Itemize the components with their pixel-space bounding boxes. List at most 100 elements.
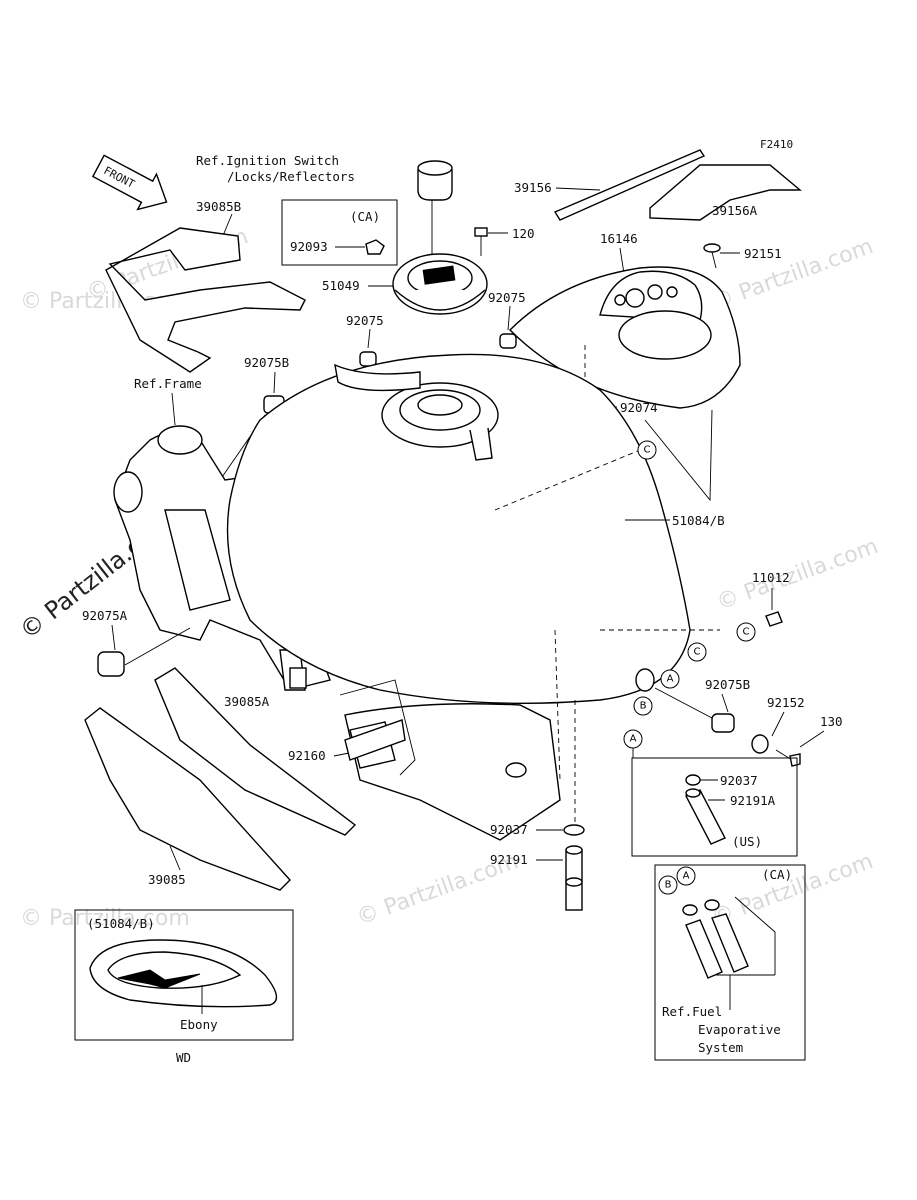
ca-box-top bbox=[281, 199, 398, 266]
part-92152: 92152 bbox=[767, 695, 805, 710]
callout-a-ca: A bbox=[676, 866, 696, 886]
pad-39085 bbox=[84, 707, 291, 891]
callout-a-tank: A bbox=[660, 669, 680, 689]
part-92160: 92160 bbox=[288, 748, 326, 763]
callout-c-lower: C bbox=[687, 642, 707, 662]
fuel-tank-51084B bbox=[226, 353, 691, 841]
ref-fuel-line2: Evaporative bbox=[698, 1022, 781, 1037]
strip-39156 bbox=[553, 149, 706, 221]
leader-line bbox=[654, 687, 713, 719]
ref-fuel-line3: System bbox=[698, 1040, 743, 1055]
ref-frame: Ref.Frame bbox=[134, 376, 202, 391]
seat-pad-39085B bbox=[105, 227, 306, 373]
part-92191: 92191 bbox=[490, 852, 528, 867]
ref-fuel-line1: Ref.Fuel bbox=[662, 1004, 722, 1019]
hose-92191A bbox=[685, 788, 726, 845]
leader-line bbox=[111, 624, 116, 651]
dashed-line bbox=[494, 449, 641, 511]
svg-text:A: A bbox=[667, 674, 674, 685]
label-wd-variant: (51084/B) bbox=[87, 916, 155, 931]
part-39085B: 39085B bbox=[196, 199, 241, 214]
part-92151: 92151 bbox=[744, 246, 782, 261]
part-92075A: 92075A bbox=[82, 608, 128, 623]
collar-92152 bbox=[751, 734, 769, 754]
part-51084B: 51084/B bbox=[672, 513, 725, 528]
leader-line bbox=[124, 627, 191, 666]
clamp-92037-right bbox=[685, 774, 701, 786]
part-92075-mid: 92075 bbox=[488, 290, 526, 305]
leader-line bbox=[644, 409, 713, 502]
label-us: (US) bbox=[732, 834, 762, 849]
svg-text:C: C bbox=[743, 627, 750, 638]
hose-92191 bbox=[565, 845, 583, 911]
ref-ignition-line1: Ref.Ignition Switch bbox=[196, 153, 339, 168]
callout-a-us: A bbox=[623, 729, 643, 749]
part-92037-bottom: 92037 bbox=[490, 822, 528, 837]
leader-line bbox=[771, 711, 785, 737]
leader-line bbox=[555, 187, 601, 191]
part-92037-right: 92037 bbox=[720, 773, 758, 788]
svg-text:C: C bbox=[694, 647, 701, 658]
damper-92075A bbox=[97, 651, 125, 677]
ca-box-right bbox=[654, 864, 806, 1061]
part-120: 120 bbox=[512, 226, 535, 241]
front-arrow-icon: FRONT bbox=[91, 154, 168, 211]
us-box bbox=[631, 757, 798, 857]
dashed-line bbox=[554, 629, 561, 781]
grommet-92093 bbox=[365, 239, 385, 255]
svg-text:B: B bbox=[665, 880, 672, 891]
wd-tank-graphic bbox=[89, 939, 278, 1008]
bolt-92151 bbox=[703, 243, 721, 269]
damper-92075B-right bbox=[711, 713, 735, 733]
part-92075-left: 92075 bbox=[346, 313, 384, 328]
damper-92075-left bbox=[359, 351, 377, 367]
leader-line bbox=[721, 693, 729, 713]
part-92191A: 92191A bbox=[730, 793, 776, 808]
clamp-92037-bottom bbox=[563, 824, 585, 836]
label-wd: WD bbox=[176, 1050, 191, 1065]
svg-text:A: A bbox=[630, 734, 637, 745]
leader-line bbox=[734, 896, 776, 975]
ref-ignition-line2: /Locks/Reflectors bbox=[227, 169, 355, 184]
part-11012: 11012 bbox=[752, 570, 790, 585]
label-ca-right: (CA) bbox=[762, 867, 792, 882]
part-51049: 51049 bbox=[322, 278, 360, 293]
pad-39085A bbox=[154, 667, 357, 836]
part-39085A: 39085A bbox=[224, 694, 270, 709]
fuel-cap-51049 bbox=[392, 253, 488, 315]
callout-b-tank: B bbox=[633, 696, 653, 716]
leader-line bbox=[799, 730, 825, 748]
leader-line bbox=[507, 305, 511, 331]
part-39156A: 39156A bbox=[712, 203, 758, 218]
part-92075B-top: 92075B bbox=[244, 355, 289, 370]
leader-line bbox=[339, 679, 416, 776]
watermark: © Partzilla.com bbox=[714, 534, 882, 616]
label-wd-finish: Ebony bbox=[180, 1017, 218, 1032]
bracket-92160 bbox=[344, 719, 406, 769]
clip-11012 bbox=[765, 611, 783, 627]
part-92075B-right: 92075B bbox=[705, 677, 750, 692]
part-16146: 16146 bbox=[600, 231, 638, 246]
diagram-code: F2410 bbox=[760, 138, 793, 151]
bolt-120 bbox=[474, 227, 488, 256]
svg-text:B: B bbox=[640, 701, 647, 712]
damper-92075-mid bbox=[499, 333, 517, 349]
part-92093: 92093 bbox=[290, 239, 328, 254]
watermark: © Partzilla.com bbox=[709, 849, 877, 931]
svg-text:C: C bbox=[644, 445, 651, 456]
callout-c-upper: C bbox=[637, 440, 657, 460]
ignition-switch-part bbox=[417, 160, 453, 201]
part-92074: 92074 bbox=[620, 400, 658, 415]
leader-line bbox=[367, 328, 371, 349]
wd-box bbox=[74, 909, 294, 1041]
plate-39156A bbox=[649, 164, 802, 221]
leader-line bbox=[273, 371, 276, 394]
callout-b-ca: B bbox=[658, 875, 678, 895]
part-39156: 39156 bbox=[514, 180, 552, 195]
fitting-tank bbox=[635, 668, 655, 692]
watermark: © Partzilla.com bbox=[709, 234, 877, 316]
part-130: 130 bbox=[820, 714, 843, 729]
part-39085: 39085 bbox=[148, 872, 186, 887]
label-ca-top: (CA) bbox=[350, 209, 380, 224]
